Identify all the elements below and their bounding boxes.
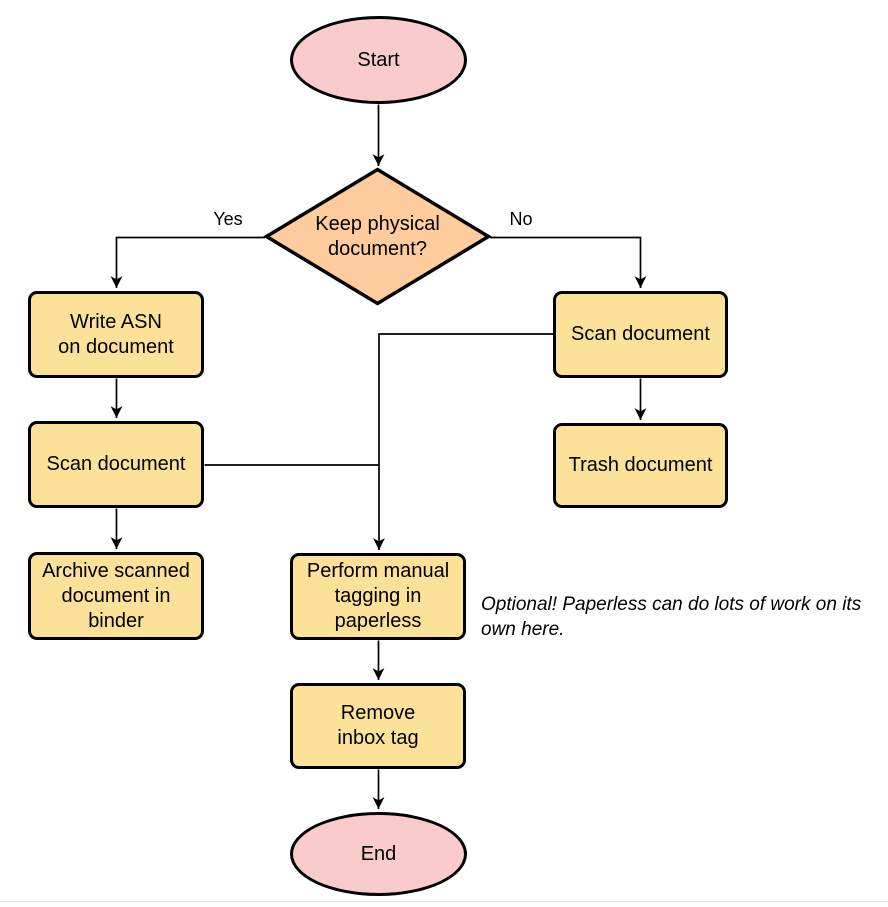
node-start-label: Start	[357, 48, 400, 71]
decision-diamond-shape	[263, 167, 492, 306]
bottom-strip	[0, 902, 888, 907]
node-scan-left: Scan document	[28, 421, 204, 508]
annotation-optional-note: Optional! Paperless can do lots of work …	[481, 594, 862, 641]
node-scan-right: Scan document	[553, 291, 728, 378]
edge-decision-write-asn	[110, 236, 265, 288]
node-archive-label: Archive scanned document in binder	[42, 559, 190, 632]
node-remove-inbox-label: Remove inbox tag	[337, 702, 419, 749]
node-decision: Keep physical document?	[277, 168, 478, 305]
node-remove-inbox: Remove inbox tag	[290, 683, 466, 769]
node-end-label: End	[360, 842, 397, 865]
edge-scan-right-perform	[373, 333, 553, 550]
edge-label-no: No	[509, 209, 533, 229]
node-perform-tagging: Perform manual tagging in paperless	[290, 553, 466, 640]
node-end: End	[290, 812, 467, 896]
edge-label-yes: Yes	[213, 209, 243, 229]
node-trash: Trash document	[553, 423, 728, 508]
node-write-asn: Write ASN on document	[28, 291, 204, 378]
node-decision-label: Keep physical document?	[315, 212, 440, 260]
node-perform-tagging-label: Perform manual tagging in paperless	[306, 560, 450, 632]
node-write-asn-label: Write ASN on document	[58, 310, 174, 358]
node-scan-right-label: Scan document	[571, 323, 710, 345]
bottom-divider	[0, 901, 888, 902]
node-start: Start	[290, 16, 467, 104]
node-scan-left-label: Scan document	[46, 453, 186, 475]
node-archive: Archive scanned document in binder	[28, 552, 204, 640]
edge-decision-scan-right	[490, 236, 647, 288]
node-trash-label: Trash document	[568, 454, 713, 476]
